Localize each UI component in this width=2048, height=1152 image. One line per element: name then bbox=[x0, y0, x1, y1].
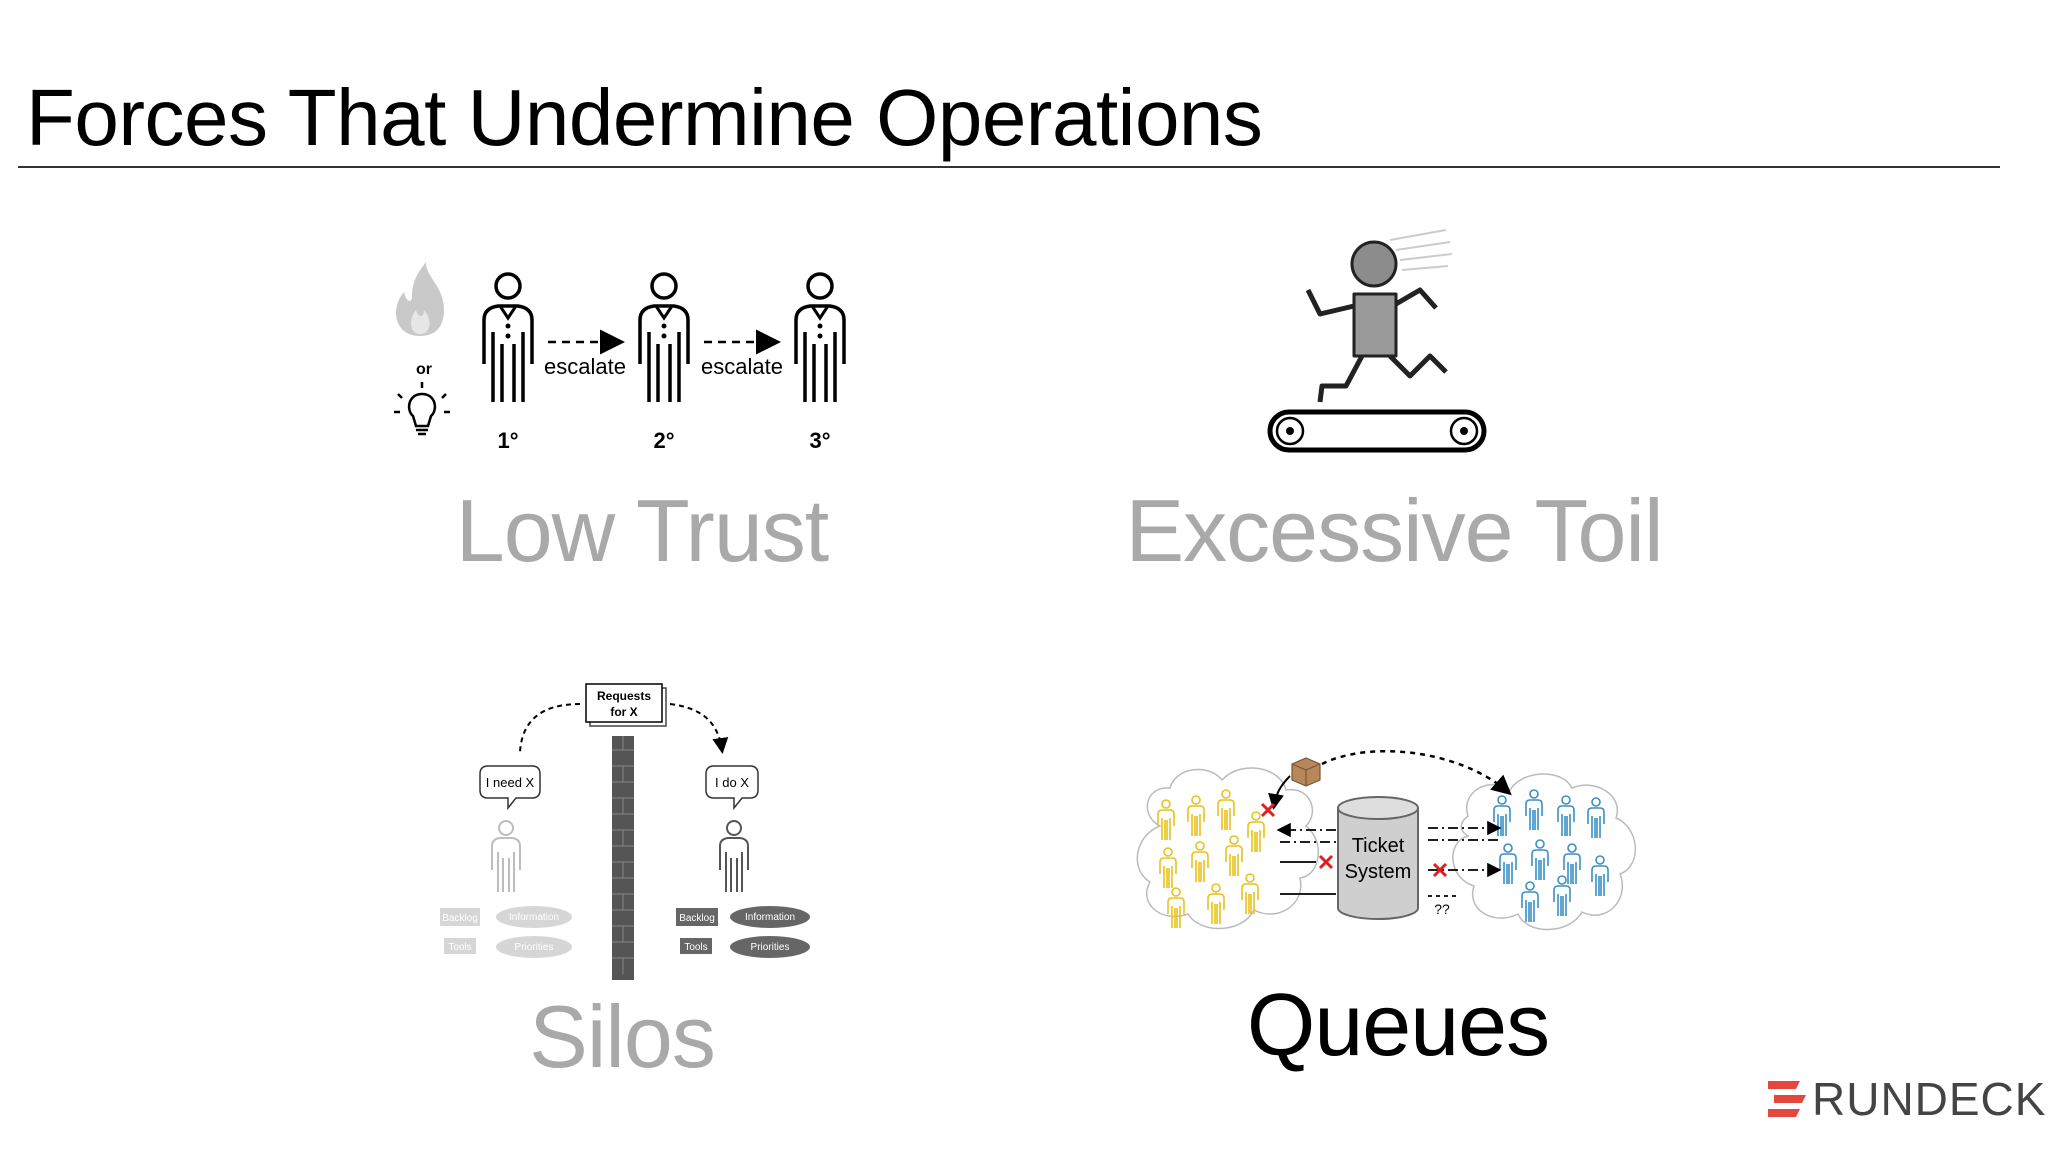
title-divider bbox=[18, 166, 2000, 168]
package-icon bbox=[1291, 757, 1321, 787]
provider-person-icon bbox=[719, 820, 749, 893]
low-trust-diagram: or escalate escalate 1° 2° 3° bbox=[394, 262, 846, 453]
request-arrow-left bbox=[519, 703, 581, 753]
treadmill-icon bbox=[1267, 409, 1487, 453]
right-tag-priorities: Priorities bbox=[751, 942, 790, 953]
right-tag-backlog: Backlog bbox=[679, 913, 715, 924]
escalate-label-1: escalate bbox=[544, 354, 626, 379]
left-tag-priorities: Priorities bbox=[515, 942, 554, 953]
i-need-x-text: I need X bbox=[486, 775, 535, 790]
level-label-2: 2° bbox=[653, 428, 674, 453]
excessive-toil-label: Excessive Toil bbox=[1125, 481, 1663, 580]
escalate-label-2: escalate bbox=[701, 354, 783, 379]
fire-icon bbox=[396, 262, 444, 336]
left-tag-tools: Tools bbox=[448, 942, 471, 953]
silos-label: Silos bbox=[529, 987, 716, 1086]
i-do-x-text: I do X bbox=[715, 775, 749, 790]
ticket-flow-lines bbox=[1276, 820, 1502, 897]
i-do-x-bubble bbox=[705, 765, 759, 811]
request-arrow-right bbox=[669, 703, 729, 754]
i-need-x-bubble bbox=[479, 765, 541, 811]
rundeck-logo-text: RUNDECK bbox=[1812, 1073, 2047, 1125]
first-level-person-icon bbox=[482, 272, 534, 404]
right-tag-tools: Tools bbox=[684, 942, 707, 953]
ticket-system-line-2: System bbox=[1345, 861, 1412, 883]
left-tag-information: Information bbox=[509, 912, 559, 923]
return-arrow bbox=[1268, 775, 1291, 810]
low-trust-label: Low Trust bbox=[455, 481, 829, 580]
motion-lines-icon bbox=[1389, 229, 1453, 271]
right-silo-tags bbox=[676, 906, 810, 958]
delivery-arrow bbox=[1321, 750, 1512, 796]
or-text: or bbox=[416, 361, 432, 378]
slide-title: Forces That Undermine Operations bbox=[26, 73, 1263, 162]
rundeck-logo: RUNDECK bbox=[1768, 1073, 2047, 1125]
rundeck-logo-mark-icon bbox=[1768, 1081, 1806, 1117]
requests-line-1: Requests bbox=[597, 689, 651, 703]
requester-person-icon bbox=[491, 820, 521, 893]
level-label-1: 1° bbox=[497, 428, 518, 453]
ticket-system-line-1: Ticket bbox=[1352, 835, 1405, 857]
third-level-person-icon bbox=[794, 272, 846, 404]
right-tag-information: Information bbox=[745, 912, 795, 923]
ticket-system-database-icon bbox=[1337, 796, 1419, 920]
right-team-cloud bbox=[1452, 773, 1636, 931]
lightbulb-icon bbox=[394, 382, 450, 436]
excessive-toil-diagram bbox=[1267, 229, 1487, 453]
left-team-cloud bbox=[1136, 767, 1320, 930]
level-label-3: 3° bbox=[809, 428, 830, 453]
queues-diagram: Ticket System ?? bbox=[1136, 750, 1636, 931]
left-silo-tags bbox=[440, 906, 572, 958]
queues-label: Queues bbox=[1246, 975, 1550, 1074]
question-marks: ?? bbox=[1434, 901, 1450, 917]
blocked-x-icons bbox=[1260, 802, 1448, 878]
requests-for-x-note bbox=[585, 683, 667, 727]
silos-diagram: Requests for X I need X I do X Backlog I… bbox=[440, 683, 810, 980]
left-tag-backlog: Backlog bbox=[442, 913, 478, 924]
second-level-person-icon bbox=[638, 272, 690, 404]
requests-line-2: for X bbox=[610, 705, 637, 719]
running-figure-icon bbox=[1305, 240, 1448, 403]
brick-wall-icon bbox=[612, 736, 634, 980]
